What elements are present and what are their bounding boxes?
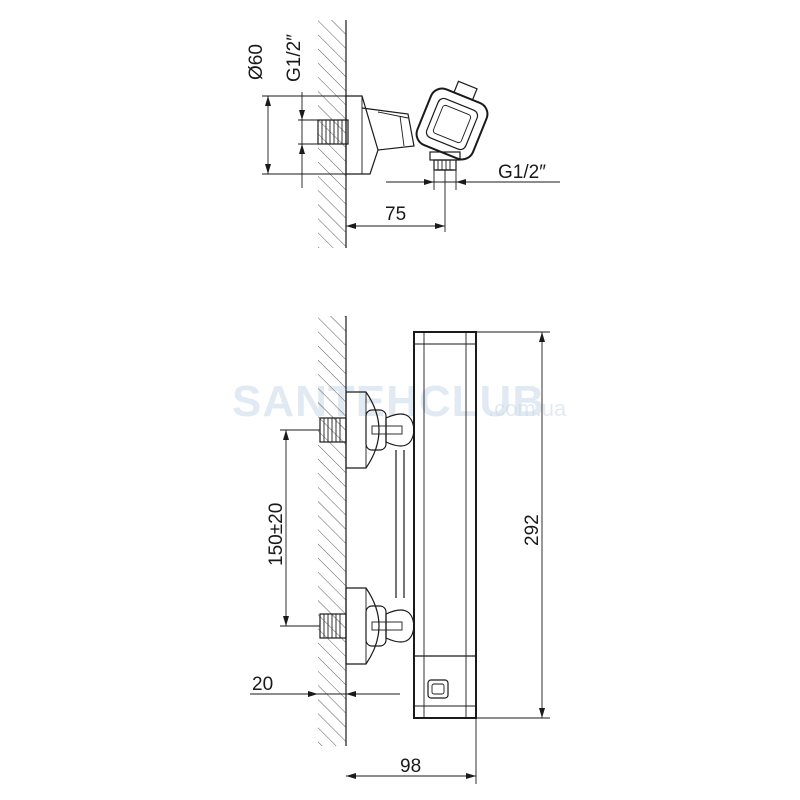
top-escutcheon [345, 95, 379, 175]
watermark-brand: SANTEHCLUB [232, 377, 545, 426]
front-wall-hatch [318, 316, 346, 746]
top-threaded-pipe [317, 119, 349, 145]
top-body-connector [361, 107, 415, 151]
dim-height: 292 [476, 331, 550, 719]
top-wall-hatch [318, 20, 346, 248]
watermark: SANTEHCLUB .com.ua [232, 377, 567, 426]
thread-label-outlet: G1/2″ [498, 162, 546, 183]
dim-spacing: 150±20 [266, 429, 320, 627]
dim-thread-vertical: G1/2″ [284, 34, 318, 188]
top-view: Ø60 G1/2″ G1/2″ 75 [246, 20, 560, 248]
top-knob [415, 80, 489, 161]
depth-label-top: 75 [385, 204, 406, 225]
dim-depth-top: 75 [346, 170, 446, 232]
spacing-label: 150±20 [266, 503, 287, 566]
diameter-label: Ø60 [246, 44, 267, 80]
safety-button [427, 679, 449, 699]
dim-diameter: Ø60 [246, 44, 346, 175]
height-label: 292 [522, 514, 543, 546]
wall-offset-label: 20 [252, 674, 273, 695]
dim-wall-offset: 20 [250, 674, 400, 697]
dim-thread-outlet: G1/2″ [386, 162, 560, 190]
thread-label-vertical: G1/2″ [284, 34, 305, 82]
dim-depth-front: 98 [346, 718, 477, 784]
top-outlet-nut [429, 151, 461, 171]
depth-label-front: 98 [400, 756, 421, 777]
watermark-domain: .com.ua [488, 396, 567, 421]
thermostat-body [413, 331, 477, 719]
front-view: 292 150±20 20 98 [250, 316, 550, 784]
